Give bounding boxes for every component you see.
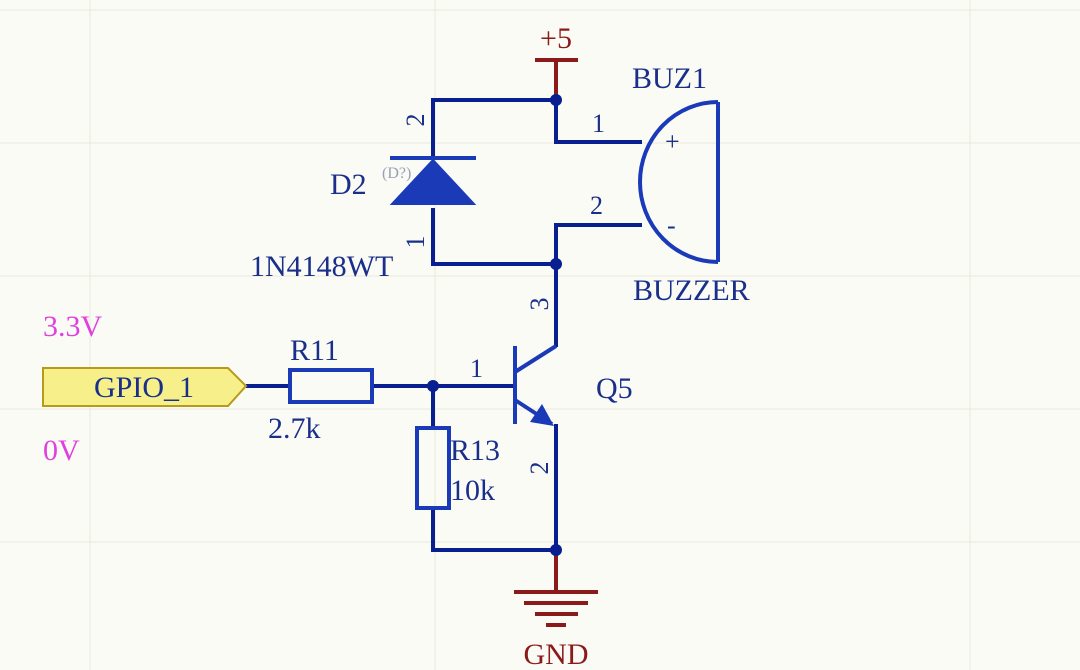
wire-diode-top: [431, 98, 558, 160]
r11-value: 2.7k: [268, 412, 321, 445]
logic-low-annotation: 0V: [43, 434, 80, 467]
junction-gnd: [550, 544, 562, 556]
resistor-r11[interactable]: [288, 368, 374, 404]
junction-dots: [427, 94, 562, 556]
logic-high-annotation: 3.3V: [43, 310, 103, 343]
r13-designator: R13: [450, 434, 500, 467]
transistor-collector-pin-label: 3: [525, 298, 554, 311]
r11-designator: R11: [290, 334, 339, 367]
buzzer-pin1-label: 1: [592, 109, 605, 138]
buzzer-pin2-label: 2: [590, 191, 603, 220]
junction-vcc: [550, 94, 562, 106]
vcc-label: +5: [540, 22, 572, 55]
junction-collector: [550, 258, 562, 270]
buzzer-minus-sign: -: [667, 211, 676, 240]
buzzer-designator: BUZ1: [632, 62, 707, 95]
gpio-port[interactable]: [42, 367, 248, 407]
transistor-designator: Q5: [596, 372, 633, 405]
diode-ghost-designator: (D?): [382, 165, 411, 182]
buzzer-plus-sign: +: [665, 127, 680, 156]
diode-value: 1N4148WT: [250, 250, 393, 283]
transistor-base-pin-label: 1: [470, 354, 483, 383]
wire-buzzer-minus: [554, 223, 642, 266]
wire-vcc-buzzer: [554, 98, 642, 144]
wire-diode-bottom: [431, 208, 558, 266]
diode-d2[interactable]: [389, 156, 477, 205]
gpio-port-label: GPIO_1: [94, 371, 194, 404]
buzzer-value: BUZZER: [633, 274, 750, 307]
resistor-r13[interactable]: [415, 426, 451, 510]
gnd-power-symbol[interactable]: [514, 590, 598, 627]
transistor-q5[interactable]: [513, 344, 558, 426]
diode-pin1-label: 1: [401, 236, 430, 249]
gnd-label: GND: [524, 638, 589, 670]
buzzer-buz1[interactable]: [638, 100, 720, 264]
diode-pin2-label: 2: [401, 114, 430, 127]
junction-base: [427, 380, 439, 392]
vcc-power-symbol[interactable]: [535, 58, 578, 98]
diode-designator: D2: [330, 168, 367, 201]
wires: [246, 98, 642, 592]
transistor-emitter-pin-label: 2: [525, 462, 554, 475]
r13-value: 10k: [450, 474, 495, 507]
wire-r13-gnd: [431, 506, 558, 552]
